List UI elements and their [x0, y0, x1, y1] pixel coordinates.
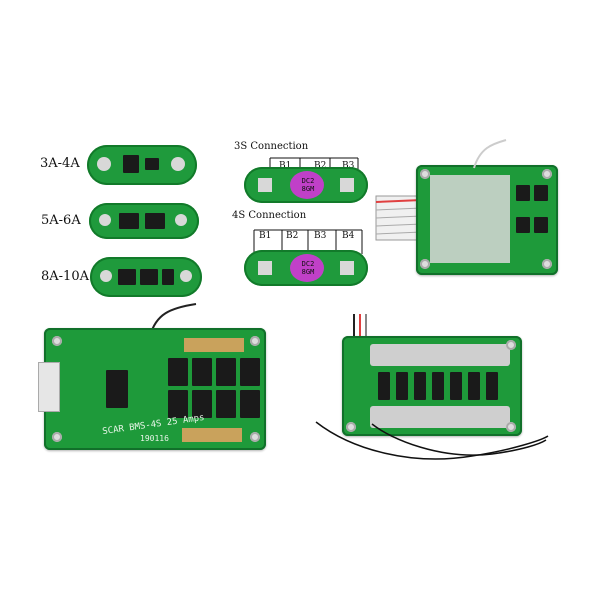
mount-hole	[346, 422, 356, 432]
pcb-chip	[123, 155, 139, 173]
mosfet	[486, 372, 498, 400]
mosfet	[240, 390, 260, 418]
pcb-small-5a	[89, 203, 199, 239]
mount-hole	[250, 432, 260, 442]
title-4s-connection: 4S Connection	[232, 210, 307, 221]
busbar-bottom	[370, 406, 510, 428]
cell-label-b1: B1	[259, 231, 272, 241]
mosfet	[516, 185, 530, 201]
chip-marker	[290, 171, 324, 199]
cell-label-b3: B3	[342, 161, 355, 171]
mosfet	[534, 185, 548, 201]
cell-label-b4: B4	[342, 231, 355, 241]
chip-marker	[290, 254, 324, 282]
label-8a-10a: 8A-10A	[41, 269, 89, 284]
pcb-chip	[162, 269, 174, 285]
cell-label-b1: B1	[279, 161, 292, 171]
mount-hole	[52, 336, 62, 346]
pcb-pad	[340, 261, 354, 275]
mosfet	[534, 217, 548, 233]
mosfet	[450, 372, 462, 400]
mount-hole	[506, 340, 516, 350]
balance-connector	[38, 362, 60, 412]
pcb-chip	[118, 269, 136, 285]
sensor-wire	[473, 139, 507, 169]
pcb-pad	[180, 270, 192, 282]
mosfet	[468, 372, 480, 400]
chip-marker-text: DC2 8GM	[301, 177, 315, 193]
mount-hole	[420, 169, 430, 179]
pcb-small-8a	[90, 257, 202, 297]
cell-label-b2: B2	[314, 161, 327, 171]
mosfet	[216, 390, 236, 418]
mosfet	[168, 390, 188, 418]
mount-hole	[52, 432, 62, 442]
mosfet	[414, 372, 426, 400]
thermistor-leads	[315, 421, 549, 460]
mosfet	[192, 390, 212, 418]
pcb-chip	[145, 213, 165, 229]
pcb-chip	[140, 269, 158, 285]
pcb-small-3a	[87, 145, 197, 185]
mosfet	[216, 358, 236, 386]
label-5a-6a: 5A-6A	[41, 213, 81, 228]
pcb-chip	[145, 158, 159, 170]
mosfet	[168, 358, 188, 386]
pcb-pad	[171, 157, 185, 171]
pcb-chip	[119, 213, 139, 229]
cell-label-b2: B2	[286, 231, 299, 241]
mount-hole	[420, 259, 430, 269]
mosfet	[378, 372, 390, 400]
pcb-4s: DC2 8GM	[244, 250, 368, 286]
mosfet	[516, 217, 530, 233]
mount-hole	[542, 259, 552, 269]
busbar-top	[370, 344, 510, 366]
board-bottom-right	[342, 336, 522, 436]
silk-date: 190116	[140, 434, 169, 443]
solder-pad-bottom	[182, 428, 242, 442]
mount-hole	[542, 169, 552, 179]
pcb-pad	[340, 178, 354, 192]
pcb-pad	[258, 178, 272, 192]
label-3a-4a: 3A-4A	[40, 156, 80, 171]
pcb-pad	[99, 214, 111, 226]
pcb-pad	[100, 270, 112, 282]
pcb-pad	[175, 214, 187, 226]
mosfet	[192, 358, 212, 386]
board-bottom-left: SCAR BMS-4S 25 Amps 190116	[38, 328, 266, 450]
cell-label-b3: B3	[314, 231, 327, 241]
solder-pad-top	[184, 338, 244, 352]
mount-hole	[506, 422, 516, 432]
title-3s-connection: 3S Connection	[234, 141, 309, 152]
board-top-right	[416, 165, 558, 275]
pcb-pad	[258, 261, 272, 275]
chip-marker-text: DC2 8GM	[301, 260, 315, 276]
mosfet	[396, 372, 408, 400]
protection-ic	[106, 370, 128, 408]
mosfet	[240, 358, 260, 386]
pcb-3s: DC2 8GM	[244, 167, 368, 203]
mosfet	[432, 372, 444, 400]
pcb-pad	[97, 157, 111, 171]
mount-hole	[250, 336, 260, 346]
resistor-bank	[430, 175, 510, 263]
